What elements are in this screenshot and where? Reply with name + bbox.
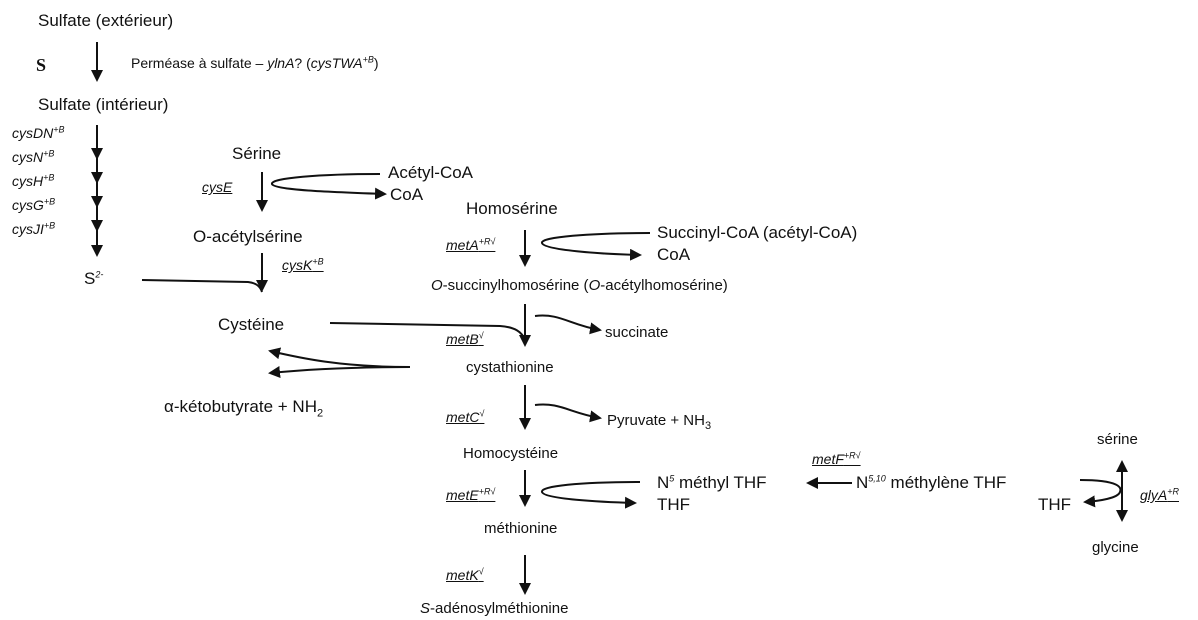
metabolite-cysteine: Cystéine [218,315,285,334]
arrow-pyruvate [534,403,602,423]
arrow-cystathionine-to-ketobutyrate [268,366,411,378]
metabolite-methionine: méthionine [484,520,558,537]
gene-cysG: cysG+B [12,196,56,213]
gene-glyA: glyA+R [1140,486,1179,503]
metabolite-succinyl-coa: Succinyl-CoA (acétyl-CoA) [657,223,858,242]
gene-cysN: cysN+B [12,148,55,165]
gene-metF: metF+R√ [812,450,861,467]
gene-metA: metA+R√ [446,236,496,253]
gene-metC: metC√ [446,408,485,425]
sulfate-s-label: S [36,55,47,75]
sulfide: S2- [84,269,104,288]
metabolite-acetyl-coa: Acétyl-CoA [388,163,474,182]
metabolite-coa: CoA [390,185,424,204]
gene-cysE: cysE [202,179,233,195]
metabolite-serine-2: sérine [1097,431,1138,448]
metabolite-thf: THF [657,495,691,514]
arrow-cystathionine-to-cysteine [268,347,411,368]
arrow-succinate [534,314,602,335]
metabolite-serine: Sérine [232,144,282,163]
arrow-sulfide-input [141,279,263,293]
metabolite-cystathionine: cystathionine [466,359,554,376]
gene-cysJI: cysJI+B [12,220,56,237]
metabolite-o-acetylserine: O-acétylsérine [193,227,303,246]
gene-metK: metK√ [446,566,484,583]
gene-metE: metE+R√ [446,486,496,503]
sulfate-interieur: Sulfate (intérieur) [38,95,169,114]
metabolite-thf-2: THF [1038,495,1072,514]
permease-label: Perméase à sulfate – ylnA? (cysTWA+B) [131,54,379,71]
arrow-glyA-cycle [1079,479,1122,508]
metabolite-ketobutyrate: α-kétobutyrate + NH2 [164,397,324,420]
gene-metB: metB√ [446,330,484,347]
metabolite-n5-methyl-thf: N5 méthyl THF [657,473,767,492]
metabolite-pyruvate: Pyruvate + NH3 [607,412,712,432]
metabolite-succinate: succinate [605,324,669,341]
metabolite-homoserine: Homosérine [466,199,558,218]
metabolite-homocysteine: Homocystéine [463,445,559,462]
arrow-succinylcoa-cycle [540,232,651,261]
metabolite-sam: S-adénosylméthionine [420,600,569,617]
arrow-cysteine-to-metB [329,322,526,341]
metabolite-coa-2: CoA [657,245,691,264]
metabolite-n510-methylene-thf: N5,10 méthylène THF [856,473,1007,492]
gene-cysDN: cysDN+B [12,124,65,141]
sulfate-exterieur: Sulfate (extérieur) [38,11,174,30]
arrow-acetylcoa-cycle [270,173,387,200]
metabolite-glycine: glycine [1092,539,1139,556]
arrow-n5thf-cycle [541,481,641,509]
gene-cysH: cysH+B [12,172,55,189]
metabolite-o-succinylhomoserine: O-succinylhomosérine (O-acétylhomosérine… [431,277,728,294]
gene-cysK: cysK+B [282,256,324,273]
